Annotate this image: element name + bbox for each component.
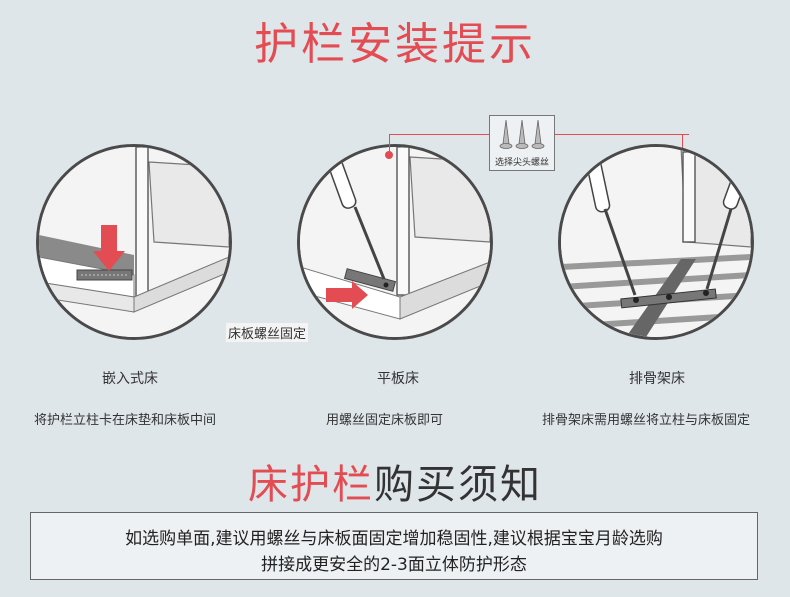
- page-title: 护栏安装提示: [254, 19, 536, 70]
- diagram-flat-bed: [297, 144, 493, 340]
- notice-line-2: 拼接成更安全的2-3面立体防护形态: [261, 555, 527, 575]
- callout-dot: [385, 151, 393, 159]
- diagram-label-slatted: 排骨架床: [629, 371, 685, 387]
- flat-bed-callout: 床板螺丝固定: [226, 323, 309, 342]
- screw-selection-box: 选择尖头螺丝: [489, 115, 555, 171]
- diagram-desc-embedded: 将护栏立柱卡在床垫和床板中间: [34, 413, 217, 428]
- diagram-desc-flat: 用螺丝固定床板即可: [326, 413, 444, 428]
- callout-line: [389, 134, 390, 152]
- notice-box: 如选购单面,建议用螺丝与床板面固定增加稳固性,建议根据宝宝月龄选购 拼接成更安全…: [30, 512, 758, 580]
- section-title-red: 床护栏: [248, 462, 374, 508]
- diagram-slatted-bed: [558, 144, 754, 340]
- diagram-label-flat: 平板床: [377, 371, 419, 387]
- screw-icon: [499, 119, 545, 149]
- callout-line: [682, 134, 683, 156]
- screw-selection-label: 选择尖头螺丝: [494, 158, 549, 168]
- diagram-label-embedded: 嵌入式床: [102, 371, 158, 387]
- notice-line-1: 如选购单面,建议用螺丝与床板面固定增加稳固性,建议根据宝宝月龄选购: [125, 529, 663, 549]
- section-title: 床护栏购买须知: [0, 452, 790, 510]
- diagram-embedded-bed: [36, 144, 232, 340]
- diagram-desc-slatted: 排骨架床需用螺丝将立柱与床板固定: [542, 413, 751, 428]
- section-title-black: 购买须知: [374, 462, 542, 508]
